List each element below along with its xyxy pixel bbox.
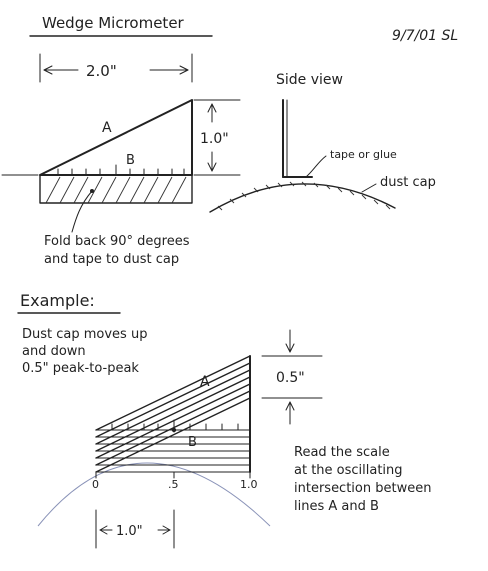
width-dimension: 2.0" [39,53,193,83]
dust-cap-label: dust cap [380,175,436,190]
scale-label-one: 1.0 [240,478,258,491]
height-dimension: 1.0" [200,103,229,172]
top-wedge [1,99,241,204]
fold-note-line1: Fold back 90° degrees [44,234,190,249]
tape-label: tape or glue [330,148,397,161]
base-dimension-label: 1.0" [116,524,143,539]
side-view-drawing [209,99,396,213]
scale-label-half: .5 [168,478,179,491]
fold-note-line2: and tape to dust cap [44,252,179,267]
top-line-a-label: A [102,120,112,136]
read-note-line3: intersection between [294,481,431,496]
travel-dimension-label: 0.5" [276,370,305,386]
side-view-title: Side view [276,72,343,88]
example-wedge [95,355,251,479]
example-line-b-label: B [188,435,197,450]
width-dimension-label: 2.0" [86,62,117,80]
top-line-b-label: B [126,153,135,168]
height-dimension-label: 1.0" [200,131,229,147]
date-signature: 9/7/01 SL [392,28,458,44]
fold-leader [71,189,94,233]
example-desc-line2: and down [22,344,86,359]
example-heading: Example: [20,291,95,310]
travel-dimension: 0.5" [261,329,323,425]
read-note-line4: lines A and B [294,499,379,514]
example-desc-line1: Dust cap moves up [22,327,147,342]
base-dimension: 1.0" [95,509,175,549]
scale-label-0: 0 [92,478,99,491]
page-title: Wedge Micrometer [42,14,185,32]
read-note-line2: at the oscillating [294,463,403,478]
example-desc-line3: 0.5" peak-to-peak [22,361,139,376]
read-note-line1: Read the scale [294,445,390,460]
example-line-a-label: A [200,374,210,390]
example-cap-arc [37,462,271,527]
